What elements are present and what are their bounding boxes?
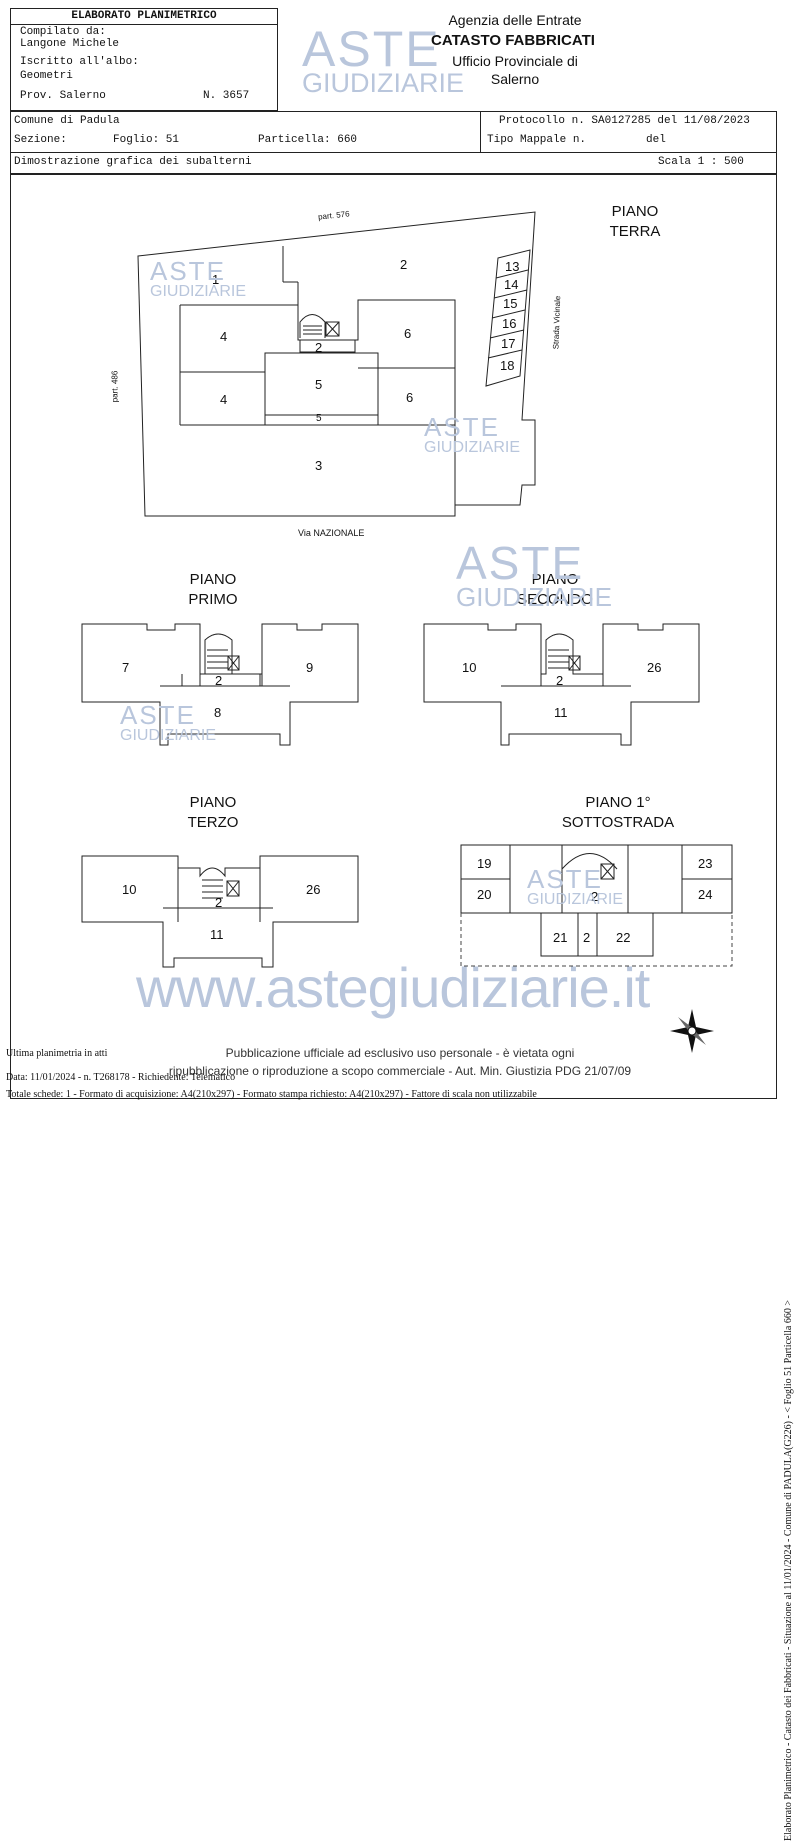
registered-value: Geometri xyxy=(20,70,73,82)
third-unit: 10 xyxy=(122,882,137,897)
ground-unit: 4 xyxy=(220,329,228,344)
watermark-center: ASTE GIUDIZIARIE xyxy=(456,537,613,612)
garage-label: 17 xyxy=(501,336,516,351)
tipo-mappale: Tipo Mappale n. xyxy=(487,134,587,146)
watermark-ground-left: ASTE GIUDIZIARIE xyxy=(150,256,247,300)
registration-number: N. 3657 xyxy=(203,90,250,102)
side-reference-text: Elaborato Planimetrico - Catasto dei Fab… xyxy=(783,1299,794,1841)
ground-unit: 5 xyxy=(315,377,323,392)
compiled-name: Langone Michele xyxy=(20,38,120,50)
watermark-header: ASTE GIUDIZIARIE xyxy=(302,21,465,98)
basement-unit: 23 xyxy=(698,856,713,871)
compass-icon xyxy=(670,1009,714,1053)
ground-label-east: Strada Vicinale xyxy=(551,295,563,350)
second-unit: 11 xyxy=(554,705,568,720)
ground-unit: 2 xyxy=(315,340,323,355)
second-unit: 26 xyxy=(647,660,662,675)
request-data-line: Data: 11/01/2024 - n. T268178 - Richiede… xyxy=(6,1072,236,1083)
schede-line: Totale schede: 1 - Formato di acquisizio… xyxy=(6,1089,537,1100)
second-unit: 2 xyxy=(556,673,564,688)
third-unit: 11 xyxy=(210,927,224,942)
comune: Comune di Padula xyxy=(14,115,120,127)
third-unit: 26 xyxy=(306,882,321,897)
garage-label: 13 xyxy=(505,259,520,274)
agency-line-4: Salerno xyxy=(490,71,540,87)
agency-line-1: Agenzia delle Entrate xyxy=(448,12,582,28)
first-unit: 7 xyxy=(122,660,130,675)
first-unit: 2 xyxy=(215,673,223,688)
dimostrazione: Dimostrazione grafica dei subalterni xyxy=(14,156,252,168)
garage-label: 14 xyxy=(504,277,519,292)
foglio: Foglio: 51 xyxy=(113,134,180,146)
sezione: Sezione: xyxy=(14,134,67,146)
registered-label: Iscritto all'albo: xyxy=(20,56,139,68)
ground-unit: 4 xyxy=(220,392,228,407)
document-title: ELABORATO PLANIMETRICO xyxy=(71,10,217,22)
garage-label: 16 xyxy=(502,316,517,331)
ground-outline xyxy=(137,211,536,517)
second-unit: 10 xyxy=(462,660,477,675)
header-left-box xyxy=(10,8,278,111)
second-outline xyxy=(423,623,700,746)
ground-unit: 6 xyxy=(406,390,414,405)
ground-unit: 6 xyxy=(404,326,412,341)
ground-unit: 2 xyxy=(400,257,408,272)
info-divider-1 xyxy=(10,152,777,153)
garage-label: 18 xyxy=(500,358,515,373)
basement-unit: 2 xyxy=(591,889,599,904)
last-plan-note: Ultima planimetria in atti xyxy=(6,1048,108,1059)
garage-block xyxy=(485,249,531,387)
publication-line-1: Pubblicazione ufficiale ad esclusivo uso… xyxy=(225,1046,575,1060)
first-unit: 9 xyxy=(306,660,314,675)
third-title: PIANO TERZO xyxy=(187,794,239,831)
agency-line-3: Ufficio Provinciale di xyxy=(452,53,578,69)
basement-title: PIANO 1° SOTTOSTRADA xyxy=(561,794,675,831)
ground-unit: 5 xyxy=(316,413,322,424)
header-title-divider xyxy=(10,24,278,25)
info-box xyxy=(10,111,777,174)
province: Prov. Salerno xyxy=(20,90,106,102)
watermark-ground-right: ASTE GIUDIZIARIE xyxy=(424,412,521,456)
third-outline xyxy=(81,855,359,968)
watermark-basement: ASTE GIUDIZIARIE xyxy=(527,864,624,908)
basement-unit: 2 xyxy=(583,930,591,945)
third-unit: 2 xyxy=(215,895,223,910)
protocollo: Protocollo n. SA0127285 del 11/08/2023 xyxy=(499,115,750,127)
basement-unit: 24 xyxy=(698,887,713,902)
tipo-mappale-del: del xyxy=(646,134,666,146)
basement-unit: 19 xyxy=(477,856,492,871)
info-vertical-divider xyxy=(480,111,481,152)
garage-label: 15 xyxy=(503,296,518,311)
floor-plans xyxy=(81,211,733,1053)
publication-line-2: ripubblicazione o riproduzione a scopo c… xyxy=(168,1064,632,1078)
watermark-site-url: www.astegiudiziarie.it xyxy=(136,956,650,1019)
first-unit: 8 xyxy=(214,705,222,720)
ground-title: PIANO TERRA xyxy=(609,203,661,240)
second-title: PIANO SECONDO xyxy=(517,571,593,608)
ground-label-west: part. 486 xyxy=(110,370,120,403)
ground-label-south: Via NAZIONALE xyxy=(298,528,365,538)
basement-unit: 20 xyxy=(477,887,492,902)
agency-line-2: CATASTO FABBRICATI xyxy=(431,32,595,49)
first-title: PIANO PRIMO xyxy=(188,571,238,608)
scala: Scala 1 : 500 xyxy=(658,156,744,168)
particella: Particella: 660 xyxy=(258,134,358,146)
basement-unit: 22 xyxy=(616,930,631,945)
drawing-frame xyxy=(10,174,777,1099)
ground-unit: 3 xyxy=(315,458,323,473)
ground-unit: 1 xyxy=(212,272,220,287)
basement-dashed xyxy=(460,913,733,967)
basement-unit: 21 xyxy=(553,930,568,945)
compiled-label: Compilato da: xyxy=(20,26,106,38)
watermark-first: ASTE GIUDIZIARIE xyxy=(120,700,217,744)
